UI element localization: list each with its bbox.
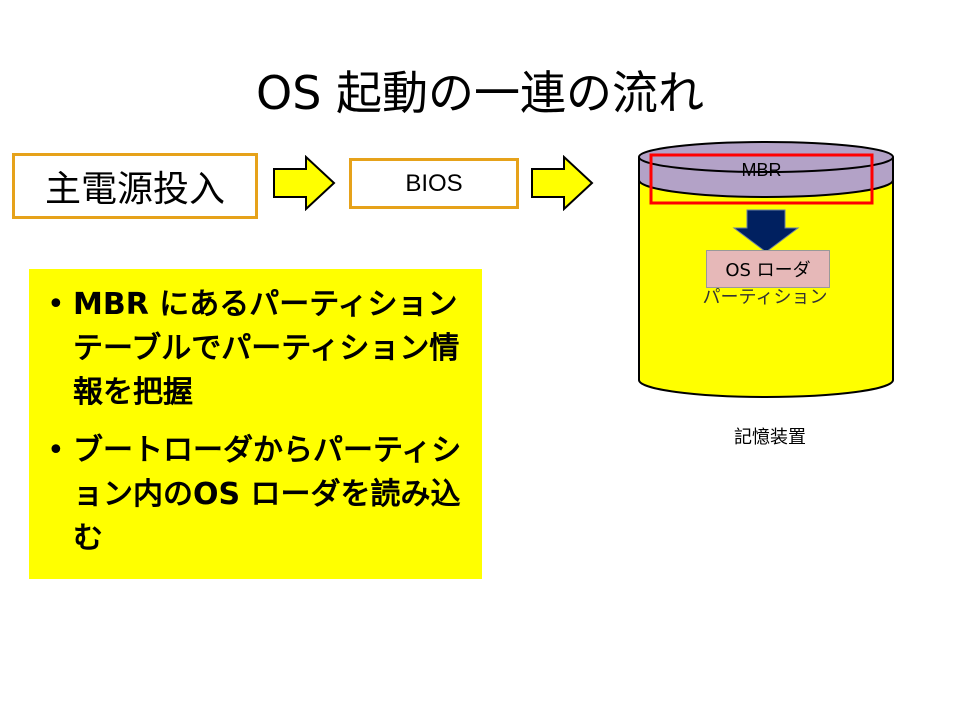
os-loader-box: OS ローダ [706, 250, 830, 288]
os-loader-label: OS ローダ [725, 260, 811, 281]
note-list: • MBR にあるパーティションテーブルでパーティション情報を把握 • ブートロ… [37, 283, 472, 561]
down-arrow-icon [732, 209, 800, 253]
bullet: • [47, 433, 65, 468]
right-arrow-icon [531, 155, 594, 211]
power-on-box: 主電源投入 [12, 153, 258, 219]
note-item: • ブートローダからパーティション内のOS ローダを読み込む [37, 429, 472, 561]
bios-box: BIOS [349, 158, 519, 209]
power-on-label: 主電源投入 [44, 169, 225, 210]
mbr-label: MBR [741, 160, 782, 180]
bullet: • [47, 287, 65, 322]
note-box: • MBR にあるパーティションテーブルでパーティション情報を把握 • ブートロ… [29, 269, 482, 579]
mbr-highlight [649, 153, 874, 205]
partition-label: パーティション [702, 287, 828, 308]
note-text: MBR にあるパーティションテーブルでパーティション情報を把握 [73, 287, 460, 410]
storage-label: 記憶装置 [734, 427, 806, 448]
note-text: ブートローダからパーティション内のOS ローダを読み込む [73, 433, 462, 556]
page-title: OS 起動の一連の流れ [255, 66, 705, 120]
note-item: • MBR にあるパーティションテーブルでパーティション情報を把握 [37, 283, 472, 415]
right-arrow-icon [273, 155, 336, 211]
storage-cylinder [638, 141, 894, 398]
bios-label: BIOS [405, 169, 463, 197]
